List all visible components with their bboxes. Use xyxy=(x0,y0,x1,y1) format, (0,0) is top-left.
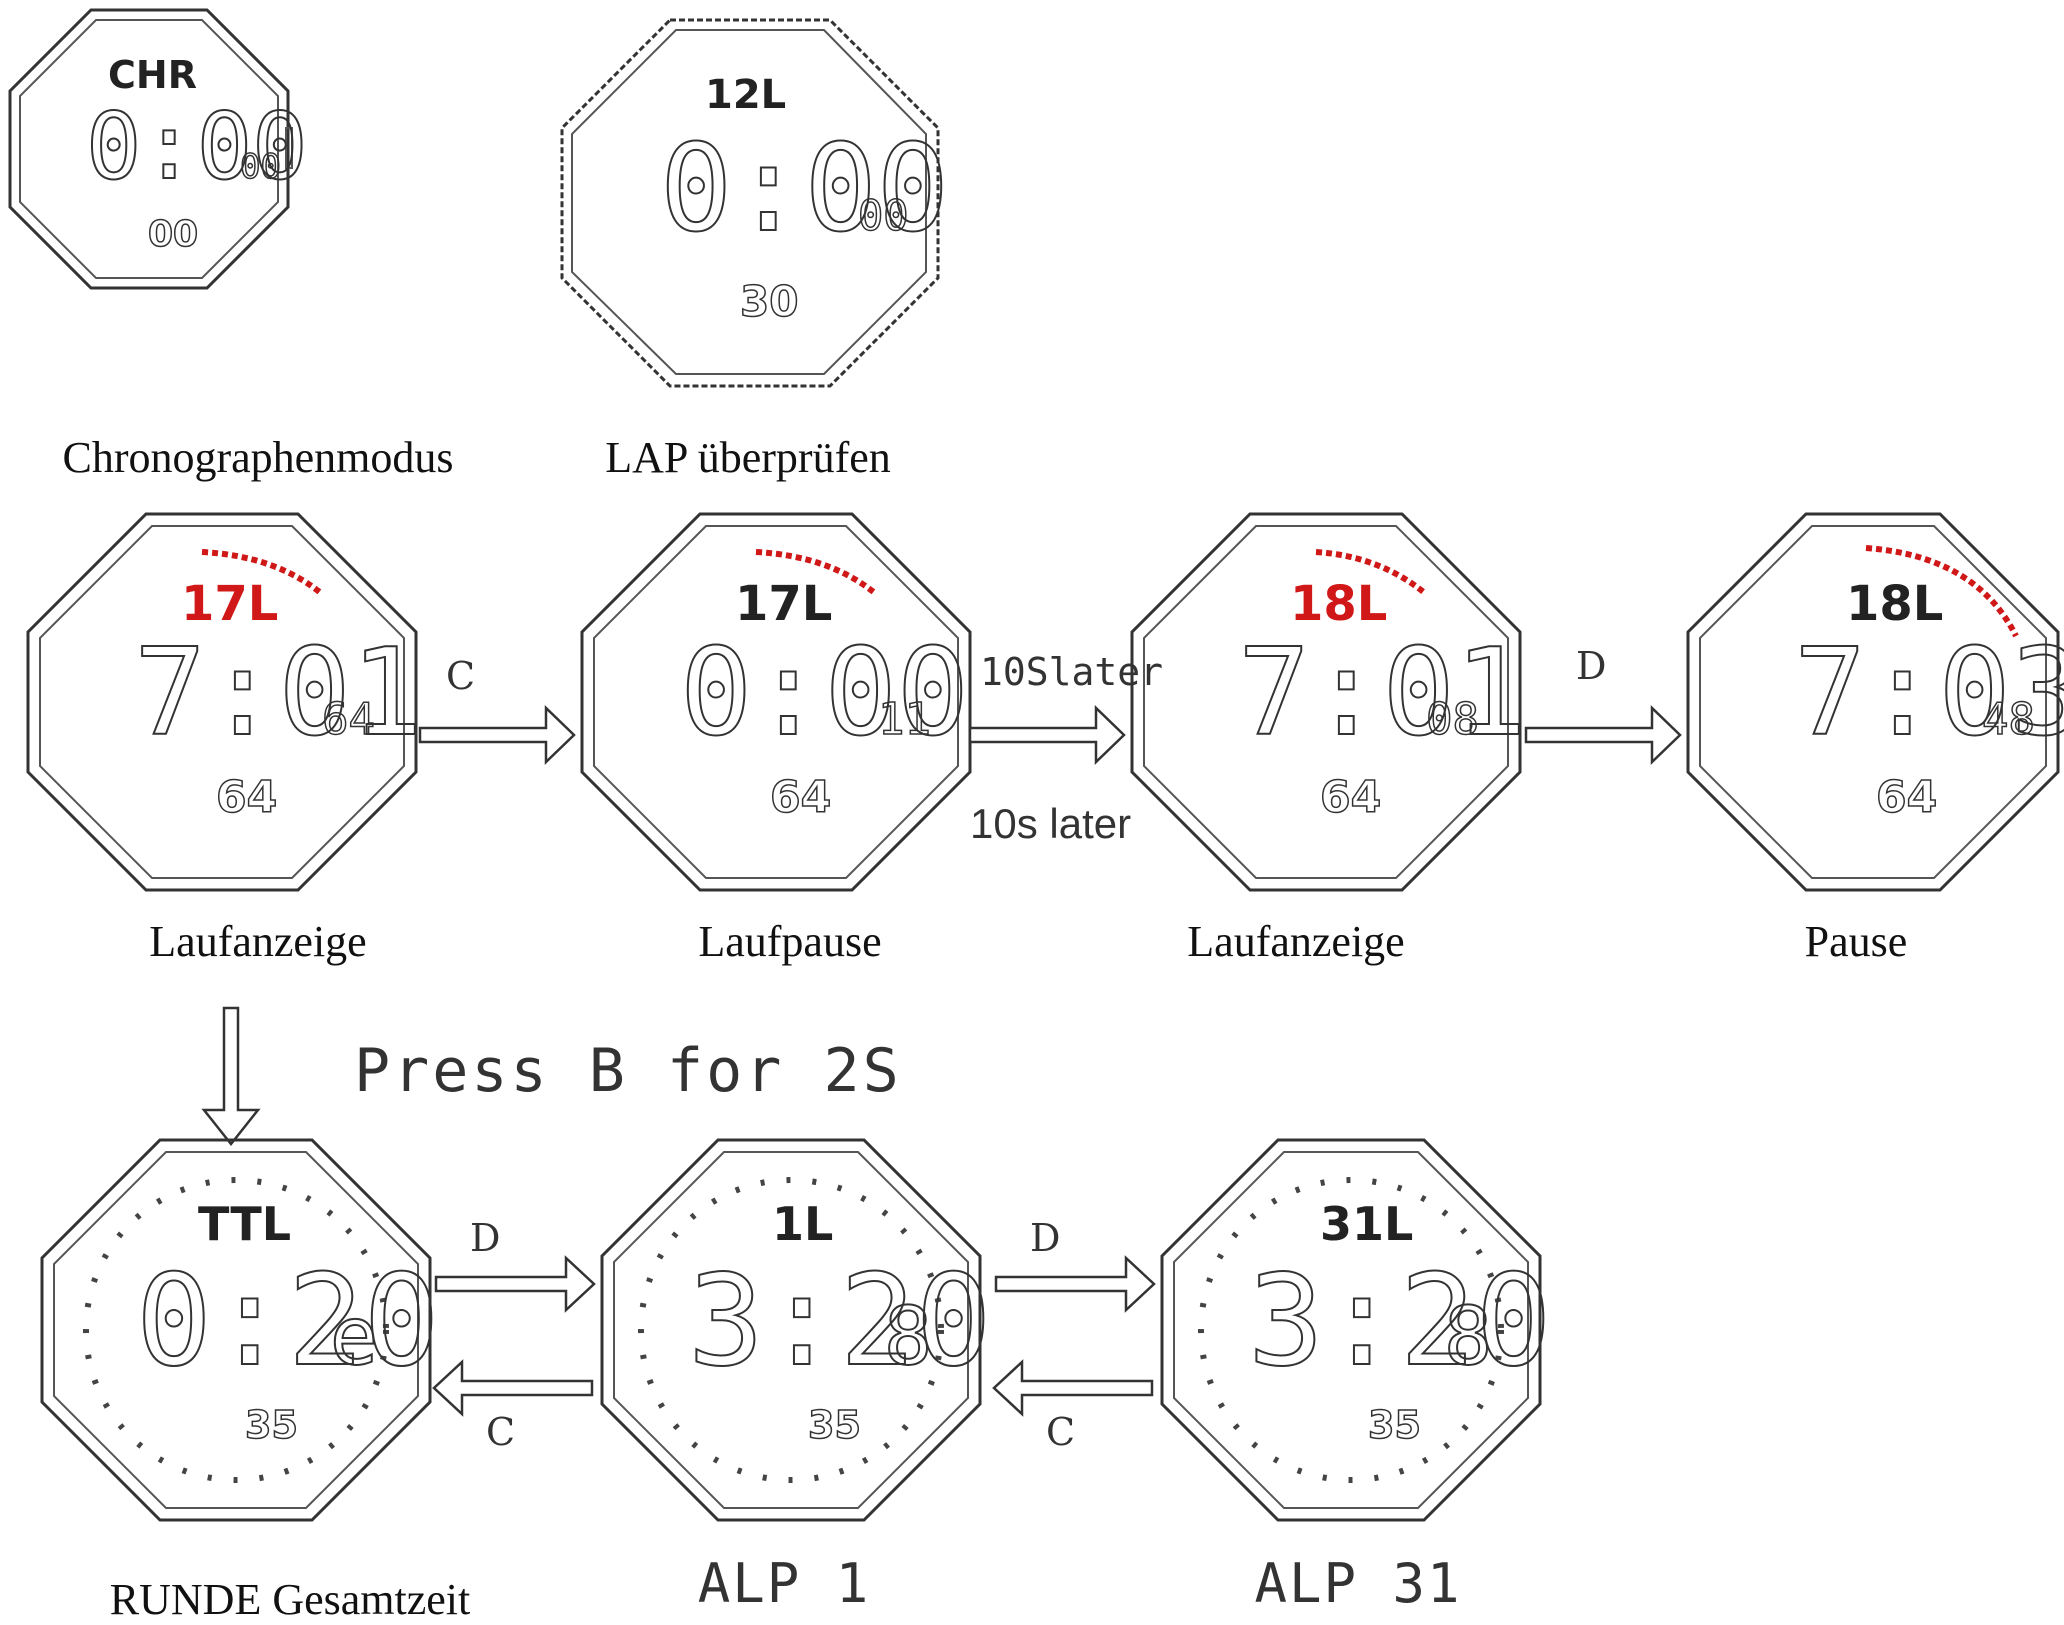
watch-alp-1: 1L 3:20 8 35 xyxy=(600,1138,992,1522)
pause2-bottom-text: 64 xyxy=(1876,772,1937,823)
run1-top-text: 17L xyxy=(181,576,278,632)
arrow-label-d2: D xyxy=(470,1216,501,1260)
arrow-right-d1 xyxy=(1524,705,1682,765)
lap-top-text: 12L xyxy=(705,72,786,118)
chr-top-text: CHR xyxy=(108,53,197,97)
arrow-label-c2: C xyxy=(486,1410,516,1454)
pause1-bottom-text: 64 xyxy=(770,772,831,823)
caption-pause: Pause xyxy=(1804,917,1908,966)
arrow-left-c3 xyxy=(992,1359,1154,1417)
run2-bottom-text: 64 xyxy=(1320,772,1381,823)
note-press-b: Press B for 2S xyxy=(354,1036,902,1106)
arrow-right-c1 xyxy=(418,705,576,765)
chr-bottom-text: 00 xyxy=(148,214,198,255)
run2-time-text: 7:01 xyxy=(1238,624,1527,763)
watch-pause: 18L 7:03 48 64 xyxy=(1686,512,2064,892)
alp31-top-text: 31L xyxy=(1320,1197,1413,1251)
ttl-top-text: TTL xyxy=(198,1197,291,1251)
lap-bottom-text: 30 xyxy=(740,277,798,326)
alp1-sub-text: 8 xyxy=(884,1290,932,1383)
caption-chronograph-mode: Chronographenmodus xyxy=(62,433,454,482)
pause1-time-text: 0:00 xyxy=(680,624,969,763)
caption-run-display-2: Laufanzeige xyxy=(1187,917,1405,966)
caption-ttl: RUNDE Gesamtzeit xyxy=(109,1575,471,1624)
pause2-top-text: 18L xyxy=(1846,576,1943,632)
caption-run-display-1: Laufanzeige xyxy=(149,917,367,966)
watch-lap-review: 12L 0:00 00 30 xyxy=(560,18,950,388)
arrow-right-d2 xyxy=(434,1255,596,1313)
watch-run-pause: 17L 0:00 11 64 xyxy=(580,512,972,892)
pause2-time-text: 7:03 xyxy=(1794,624,2064,763)
watch-alp-31: 31L 3:20 8 35 xyxy=(1160,1138,1552,1522)
chr-sub-text: 00 xyxy=(240,147,281,187)
pause2-sub-text: 48 xyxy=(1982,694,2035,745)
run1-bottom-text: 64 xyxy=(216,772,277,823)
run2-top-text: 18L xyxy=(1290,576,1387,632)
arrow-left-c2 xyxy=(432,1359,594,1417)
caption-alp-31: ALP 31 xyxy=(1254,1552,1462,1615)
ttl-time-text: 0:20 xyxy=(136,1247,439,1394)
run1-sub-text: 64 xyxy=(322,694,375,745)
arrow-label-c3: C xyxy=(1046,1410,1076,1454)
caption-run-pause: Laufpause xyxy=(698,917,882,966)
caption-lap-review: LAP überprüfen xyxy=(605,433,891,482)
alp1-time-text: 3:20 xyxy=(688,1247,991,1394)
arrow-label-d3: D xyxy=(1030,1216,1061,1260)
run2-sub-text: 08 xyxy=(1426,694,1479,745)
alp31-bottom-text: 35 xyxy=(1368,1403,1421,1447)
ttl-bottom-text: 35 xyxy=(245,1403,298,1447)
pause1-sub-text: 11 xyxy=(878,694,931,745)
lap-time-text: 0:00 xyxy=(660,120,949,259)
lap-sub-text: 00 xyxy=(858,191,909,240)
caption-alp-1: ALP 1 xyxy=(697,1552,871,1615)
alp1-top-text: 1L xyxy=(772,1197,833,1251)
arrow-label-c1: C xyxy=(446,654,476,698)
run1-time-text: 7:01 xyxy=(134,624,423,763)
alp31-time-text: 3:20 xyxy=(1248,1247,1551,1394)
arrow-right-10s xyxy=(968,705,1126,765)
watch-run-display-1: 17L 7:01 64 64 xyxy=(26,512,424,892)
alp1-bottom-text: 35 xyxy=(808,1403,861,1447)
arrow-down-press-b xyxy=(201,1006,261,1146)
arrow-right-d3 xyxy=(994,1255,1156,1313)
watch-ttl: TTL 0:20 e 35 xyxy=(40,1138,440,1522)
ttl-sub-text: e xyxy=(330,1290,378,1383)
dial-dots xyxy=(83,1177,389,1483)
watch-run-display-2: 18L 7:01 08 64 xyxy=(1130,512,1528,892)
pause1-top-text: 17L xyxy=(735,576,832,632)
arrow-label-d1: D xyxy=(1576,644,1607,688)
alp31-sub-text: 8 xyxy=(1444,1290,1492,1383)
watch-chronograph-mode: CHR 0:00 00 00 xyxy=(8,8,309,290)
note-10s-later: 10s later xyxy=(970,800,1132,847)
chr-time-text: 0:00 xyxy=(86,93,308,200)
